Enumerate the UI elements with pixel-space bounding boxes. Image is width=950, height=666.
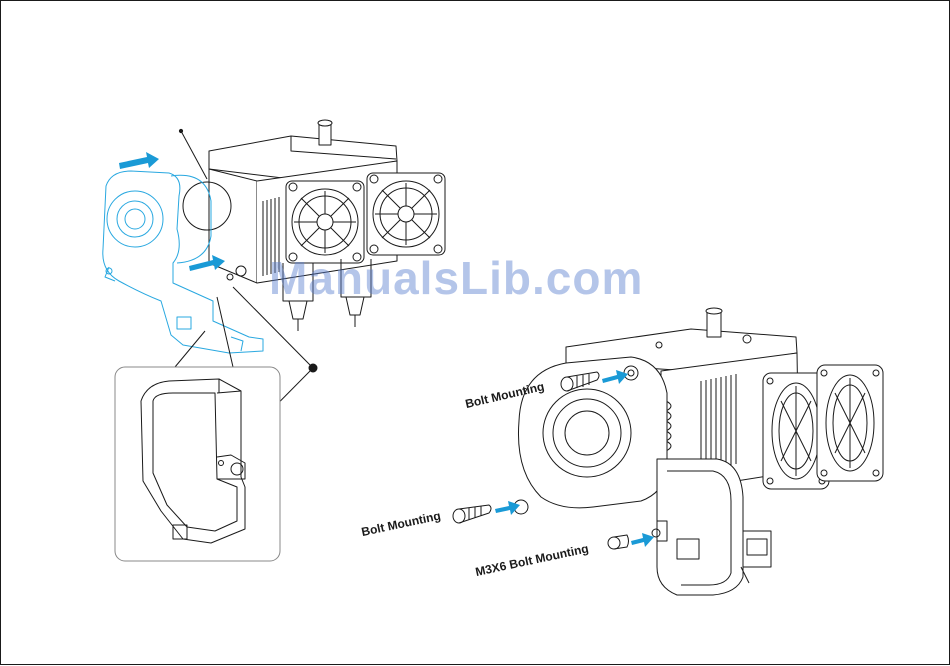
detail-inset xyxy=(115,367,280,561)
bolt-middle xyxy=(453,505,491,523)
duct-bracket xyxy=(652,459,771,595)
fan-left-2 xyxy=(367,173,445,255)
arrow-left-upper xyxy=(119,152,159,169)
fan-right-2 xyxy=(817,365,883,481)
bolt-bottom xyxy=(608,535,629,549)
arrow-bolt-bottom xyxy=(631,533,654,547)
watermark-text: ManualsLib.com xyxy=(269,251,643,305)
